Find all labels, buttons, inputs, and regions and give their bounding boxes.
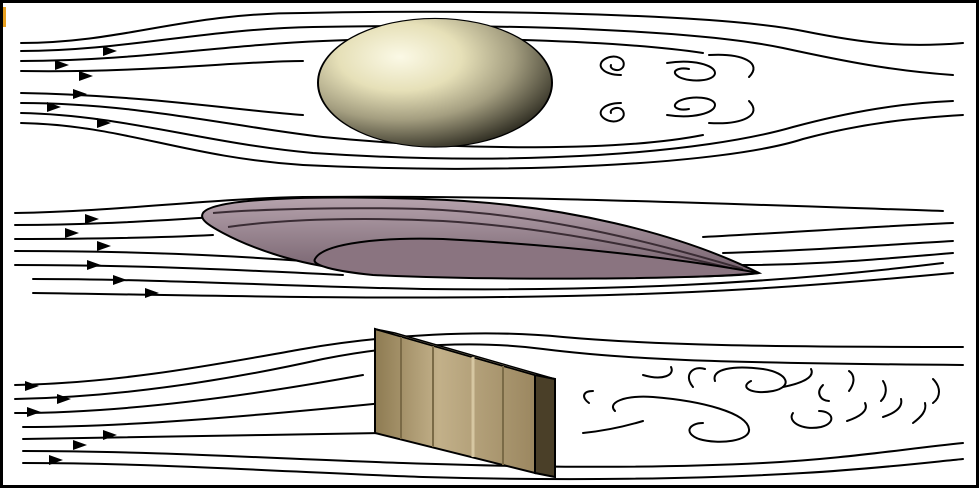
sphere-wake-vortices <box>601 55 754 124</box>
plate-panel <box>15 329 963 479</box>
airfoil-arrows <box>65 214 159 298</box>
airfoil-panel <box>15 197 953 298</box>
sphere-object <box>318 18 552 147</box>
sphere-panel <box>21 12 963 169</box>
flow-diagram <box>3 3 976 485</box>
plate-wake-vortices <box>583 367 939 442</box>
flat-plate-object <box>375 329 555 477</box>
corner-mark <box>3 7 6 27</box>
